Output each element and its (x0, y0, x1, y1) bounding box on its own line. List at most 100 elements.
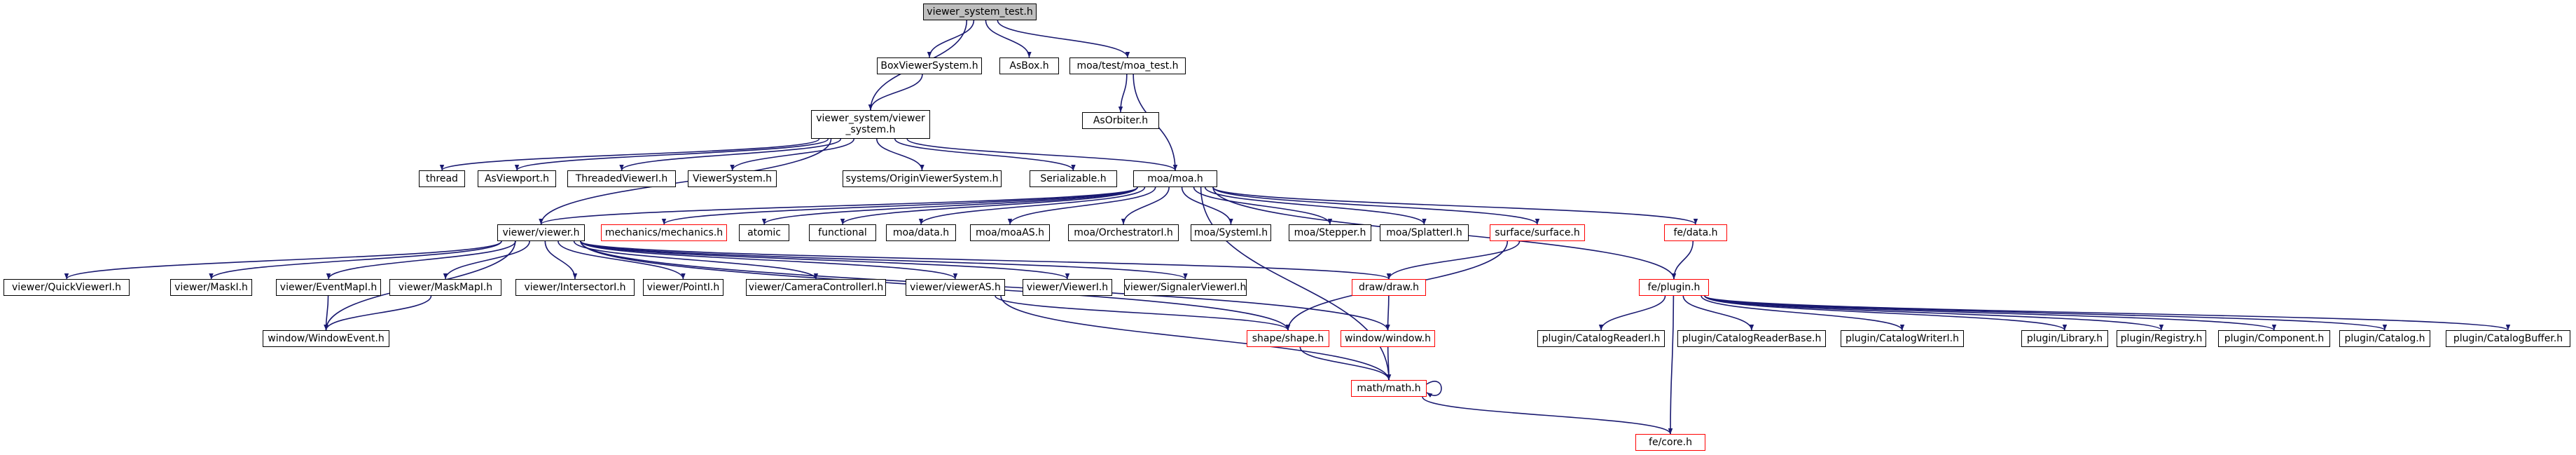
edge-maskmapi-to-windowevent (324, 295, 432, 331)
edge-moa-to-surface (1212, 186, 1540, 225)
graph-node-vieweri[interactable]: viewer/ViewerI.h (1023, 279, 1112, 296)
graph-node-asbox[interactable]: AsBox.h (999, 57, 1059, 74)
graph-node-windowevent[interactable]: window/WindowEvent.h (263, 330, 389, 347)
edge-viewer_system_test-to-moa_test (997, 20, 1130, 58)
graph-node-originviewersystem[interactable]: systems/OriginViewerSystem.h (843, 170, 1002, 187)
node-label: window/WindowEvent.h (268, 333, 385, 344)
graph-node-catalogbuffer[interactable]: plugin/CatalogBuffer.h (2446, 330, 2570, 347)
edge-moa-to-moadata (918, 186, 1146, 225)
graph-node-plugin[interactable]: fe/plugin.h (1639, 279, 1709, 296)
graph-node-library[interactable]: plugin/Library.h (2021, 330, 2108, 347)
edge-viewer-to-vieweri (580, 240, 1069, 280)
edge-viewer-to-intersectori (544, 240, 578, 280)
graph-node-viewer-system[interactable]: viewer_system/viewer_system.h (811, 110, 930, 139)
edge-vieweras-to-shape (995, 295, 1291, 331)
graph-node-maskmapi[interactable]: viewer/MaskMapI.h (389, 279, 501, 296)
edge-moa-to-systemi (1181, 186, 1233, 225)
graph-node-splatteri[interactable]: moa/SplatterI.h (1380, 224, 1469, 241)
node-label: viewer/PointI.h (646, 282, 720, 293)
node-label: AsViewport.h (484, 173, 550, 184)
edge-viewer_system-to-asviewport (514, 138, 829, 171)
edge-viewer-to-quickvieweri (64, 240, 502, 280)
edge-viewer_system-to-threadedvieweri (619, 138, 842, 171)
graph-node-viewer[interactable]: viewer/viewer.h (497, 224, 585, 241)
edge-viewer-to-draw (580, 240, 1391, 280)
graph-node-fecore[interactable]: fe/core.h (1635, 434, 1705, 451)
graph-node-draw[interactable]: draw/draw.h (1352, 279, 1426, 296)
edge-fedata-to-plugin (1671, 240, 1694, 280)
graph-node-moaas[interactable]: moa/moaAS.h (970, 224, 1050, 241)
edge-plugin-to-library (1704, 295, 2068, 331)
graph-node-thread: thread (419, 170, 465, 187)
graph-node-eventmapi[interactable]: viewer/EventMapI.h (276, 279, 381, 296)
graph-node-shape[interactable]: shape/shape.h (1247, 330, 1329, 347)
graph-node-serializable[interactable]: Serializable.h (1030, 170, 1117, 187)
graph-node-boxviewersystem[interactable]: BoxViewerSystem.h (877, 57, 982, 74)
edge-boxviewersystem-to-viewer_system (868, 74, 923, 111)
edge-viewer_system-to-moa (906, 138, 1178, 171)
node-label: moa/moa.h (1147, 173, 1203, 184)
edge-viewer-to-maskmapi (443, 240, 530, 280)
graph-node-maski[interactable]: viewer/MaskI.h (170, 279, 252, 296)
node-label: systems/OriginViewerSystem.h (845, 173, 999, 184)
edge-viewer-to-pointi (558, 240, 686, 280)
graph-node-mechanics[interactable]: mechanics/mechanics.h (601, 224, 727, 241)
node-label: moa/data.h (892, 227, 950, 238)
graph-node-moadata[interactable]: moa/data.h (886, 224, 956, 241)
node-label: fe/plugin.h (1647, 282, 1701, 293)
edge-window-to-math (1386, 346, 1392, 381)
graph-node-pointi[interactable]: viewer/PointI.h (643, 279, 723, 296)
graph-node-viewersystem[interactable]: ViewerSystem.h (688, 170, 777, 187)
graph-node-vieweras[interactable]: viewer/viewerAS.h (906, 279, 1005, 296)
graph-node-window[interactable]: window/window.h (1341, 330, 1435, 347)
node-label: plugin/CatalogWriterI.h (1846, 333, 1959, 344)
node-label: AsOrbiter.h (1093, 115, 1149, 126)
edge-viewer_system_test-to-boxviewersystem (927, 20, 975, 58)
graph-node-signalervieweri[interactable]: viewer/SignalerViewerI.h (1124, 279, 1247, 296)
graph-node-moa[interactable]: moa/moa.h (1133, 170, 1217, 187)
node-label: viewer/SignalerViewerI.h (1124, 282, 1247, 293)
graph-node-orchestratori[interactable]: moa/OrchestratorI.h (1068, 224, 1179, 241)
node-label: mechanics/mechanics.h (604, 227, 723, 238)
graph-node-catalogreaderbase[interactable]: plugin/CatalogReaderBase.h (1677, 330, 1826, 347)
graph-node-fedata[interactable]: fe/data.h (1664, 224, 1727, 241)
graph-node-functional: functional (809, 224, 876, 241)
edge-plugin-to-registry (1704, 295, 2163, 331)
edge-moa-to-viewer (539, 186, 1138, 225)
graph-node-intersectori[interactable]: viewer/IntersectorI.h (515, 279, 635, 296)
graph-node-moa-test[interactable]: moa/test/moa_test.h (1069, 57, 1186, 74)
edge-math-to-math (1426, 381, 1442, 398)
graph-node-registry[interactable]: plugin/Registry.h (2117, 330, 2206, 347)
node-label: plugin/Component.h (2224, 333, 2325, 344)
node-label: viewer/MaskMapI.h (398, 282, 493, 293)
graph-node-stepperh[interactable]: moa/Stepper.h (1289, 224, 1371, 241)
graph-node-cameracontrolleri[interactable]: viewer/CameraControllerI.h (746, 279, 886, 296)
graph-node-surface[interactable]: surface/surface.h (1490, 224, 1585, 241)
graph-node-math[interactable]: math/math.h (1351, 380, 1427, 397)
graph-node-asviewport[interactable]: AsViewport.h (478, 170, 556, 187)
node-label: moa/OrchestratorI.h (1074, 227, 1173, 238)
node-label: viewer/EventMapI.h (279, 282, 378, 293)
graph-node-catalogreaderi[interactable]: plugin/CatalogReaderI.h (1537, 330, 1665, 347)
node-label: viewer/QuickViewerI.h (12, 282, 121, 293)
graph-node-asorbiter[interactable]: AsOrbiter.h (1082, 112, 1159, 129)
node-label: viewer/IntersectorI.h (524, 282, 626, 293)
edge-shape-to-math (1299, 346, 1392, 381)
node-label: Serializable.h (1040, 173, 1107, 184)
edge-plugin-to-fecore (1668, 295, 1675, 435)
edge-plugin-to-component (1704, 295, 2276, 331)
edge-plugin-to-catalogwriteri (1701, 295, 1905, 331)
graph-node-catalogwriteri[interactable]: plugin/CatalogWriterI.h (1841, 330, 1964, 347)
node-label: plugin/CatalogReaderI.h (1542, 333, 1661, 344)
graph-node-quickvieweri[interactable]: viewer/QuickViewerI.h (4, 279, 130, 296)
graph-node-component[interactable]: plugin/Component.h (2218, 330, 2330, 347)
node-label: shape/shape.h (1252, 333, 1324, 344)
graph-node-threadedvieweri[interactable]: ThreadedViewerI.h (567, 170, 676, 187)
graph-node-viewer-system-test[interactable]: viewer_system_test.h (923, 4, 1037, 20)
graph-node-catalog[interactable]: plugin/Catalog.h (2339, 330, 2430, 347)
graph-node-systemi[interactable]: moa/SystemI.h (1191, 224, 1271, 241)
edge-moa-to-functional (840, 186, 1138, 225)
node-label: plugin/CatalogReaderBase.h (1682, 333, 1822, 344)
